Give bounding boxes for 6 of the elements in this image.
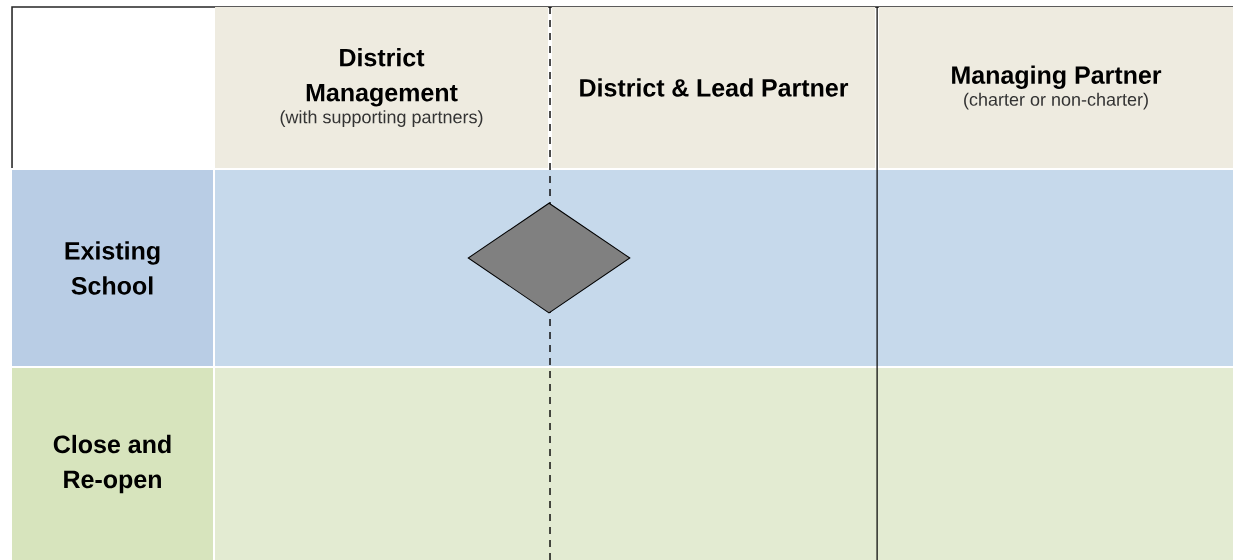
decision-diamond <box>467 202 631 314</box>
column-header: District Management (with supporting partners) <box>215 7 548 168</box>
column-header: Managing Partner (charter or non-charter) <box>879 7 1233 168</box>
row-header: Existing School <box>12 170 213 366</box>
row-header: Close and Re-open <box>12 368 213 560</box>
column-header: District & Lead Partner <box>552 7 875 168</box>
